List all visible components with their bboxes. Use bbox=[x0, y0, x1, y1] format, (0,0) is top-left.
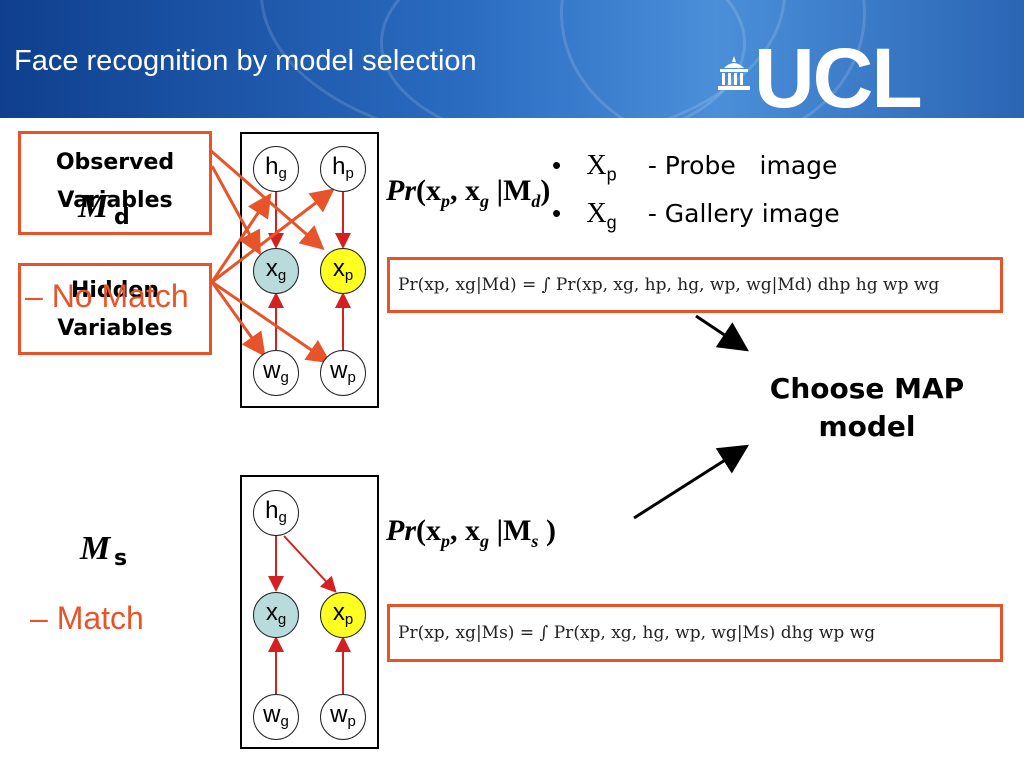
model-d-subscript: d bbox=[114, 205, 130, 230]
observed-variables-box: Observed Variables bbox=[18, 131, 212, 235]
model-s-subscript: s bbox=[114, 546, 128, 571]
pointer-hidden-wp bbox=[211, 280, 331, 364]
decision-line2: model bbox=[818, 410, 916, 443]
node-xg: xg bbox=[253, 248, 299, 294]
node-hp: hp bbox=[320, 146, 366, 192]
observed-label-line2: Variables bbox=[57, 188, 173, 213]
pointer-hidden-hp bbox=[211, 188, 335, 284]
decision-line1: Choose MAP bbox=[769, 372, 965, 405]
hidden-variables-box: Hidden Variables bbox=[18, 263, 212, 355]
node-xp: xp bbox=[320, 248, 366, 294]
node-xg: xg bbox=[253, 592, 299, 638]
model-s-description: – Match bbox=[30, 600, 144, 636]
slide-title: Face recognition by model selection bbox=[14, 45, 477, 77]
arrow-to-decision-bottom bbox=[633, 444, 750, 520]
pointer-hidden-hg bbox=[210, 193, 272, 283]
observed-label-line1: Observed bbox=[55, 150, 175, 175]
node-xp: xp bbox=[320, 592, 366, 638]
model-d-equation: Pr(xp, xg|Md) = ∫ Pr(xp, xg, hp, hg, wp,… bbox=[387, 257, 1003, 313]
ucl-logo: UCL bbox=[716, 36, 978, 118]
pointer-hidden-wg bbox=[210, 281, 266, 357]
portico-icon bbox=[718, 56, 750, 90]
model-d-symbol: M bbox=[78, 188, 109, 225]
model-s-edges bbox=[268, 535, 351, 694]
model-s-likelihood: Pr(xp, xg |Ms ) bbox=[386, 514, 556, 551]
hidden-label-line2: Variables bbox=[57, 316, 173, 341]
node-hg: hg bbox=[253, 490, 299, 536]
decision-label: Choose MAP model bbox=[742, 370, 992, 446]
node-wp: wp bbox=[320, 350, 366, 396]
ucl-logo-text: UCL bbox=[754, 31, 923, 118]
legend-probe: • Xp - Probe image bbox=[552, 150, 838, 185]
slide-header: Face recognition by model selection UCL bbox=[0, 0, 1024, 118]
model-d-likelihood: Pr(xp, xg |Md) bbox=[386, 174, 551, 211]
model-d-description: – No Match bbox=[25, 278, 189, 314]
edge-hg-xp bbox=[283, 535, 337, 593]
pointer-observed-xg bbox=[210, 165, 261, 256]
model-s-symbol: M bbox=[80, 530, 111, 567]
node-wp: wp bbox=[320, 694, 366, 740]
node-hg: hg bbox=[253, 146, 299, 192]
node-wg: wg bbox=[253, 694, 299, 740]
model-s-equation: Pr(xp, xg|Ms) = ∫ Pr(xp, xg, hg, wp, wg|… bbox=[387, 604, 1003, 662]
hidden-pointers bbox=[210, 188, 335, 364]
model-s-graph-frame bbox=[240, 475, 379, 749]
legend-gallery: • Xg - Gallery image bbox=[552, 198, 840, 233]
model-d-graph-frame bbox=[240, 132, 379, 408]
arrow-to-decision-top bbox=[695, 314, 749, 352]
model-d-edges bbox=[268, 192, 351, 350]
hidden-label-line1: Hidden bbox=[70, 278, 160, 303]
node-wg: wg bbox=[253, 350, 299, 396]
